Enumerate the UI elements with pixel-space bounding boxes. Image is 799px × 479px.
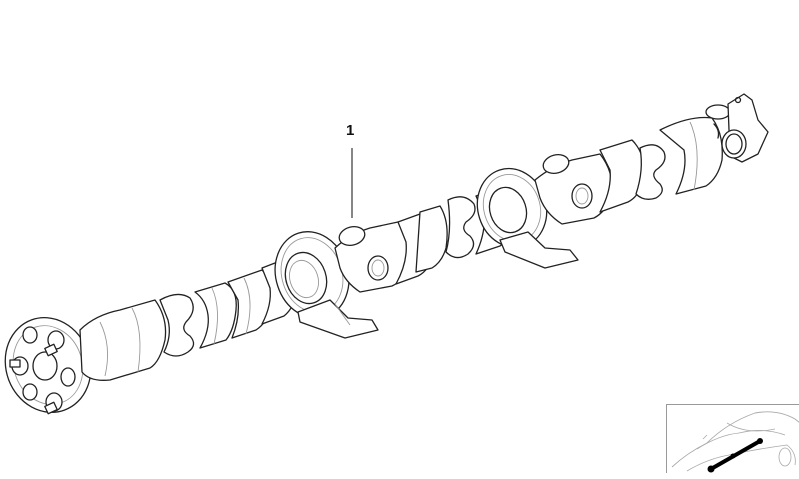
locator-thumbnail[interactable] xyxy=(666,404,799,473)
car-outline-icon xyxy=(671,411,799,473)
flex-disc xyxy=(4,317,92,415)
rear-flange-yoke xyxy=(705,93,769,163)
callout-number-1[interactable]: 1 xyxy=(346,122,355,139)
front-shaft-section xyxy=(79,257,299,381)
flex-disc-bolts xyxy=(9,326,76,415)
center-bearing-front xyxy=(274,231,379,339)
rear-shaft-section xyxy=(599,116,723,213)
universal-joint-rear xyxy=(534,153,613,225)
drive-shaft-highlight xyxy=(709,439,762,471)
